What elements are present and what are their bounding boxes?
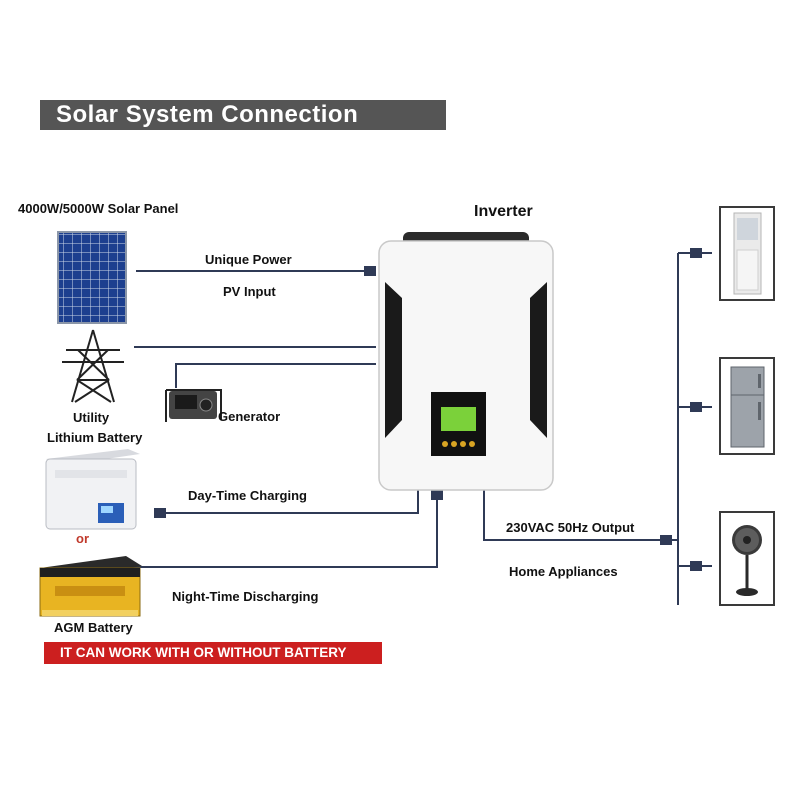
fan-icon xyxy=(719,511,775,606)
solar-panel-label: 4000W/5000W Solar Panel xyxy=(18,201,179,216)
pv-input-label: PV Input xyxy=(223,284,276,299)
agm-battery-label: AGM Battery xyxy=(54,620,133,635)
battery-note: IT CAN WORK WITH OR WITHOUT BATTERY xyxy=(60,645,347,660)
connectors xyxy=(154,248,702,571)
lithium-battery-icon xyxy=(45,449,140,530)
home-appliances-label: Home Appliances xyxy=(509,564,618,579)
lithium-battery-label: Lithium Battery xyxy=(47,430,143,445)
inverter-label: Inverter xyxy=(474,203,533,220)
ac-output-wire xyxy=(483,490,678,541)
refrigerator-icon xyxy=(719,357,775,455)
battery-note-bar xyxy=(44,642,382,664)
utility-label: Utility xyxy=(73,410,110,425)
inverter-icon xyxy=(378,232,554,491)
agm-battery-icon xyxy=(39,556,142,617)
title-bar xyxy=(40,100,446,130)
battery-discharge-wire xyxy=(128,490,438,568)
utility-tower-icon xyxy=(62,329,124,403)
air-conditioner-icon xyxy=(719,206,775,301)
solar-panel-icon xyxy=(57,231,127,324)
output-label: 230VAC 50Hz Output xyxy=(506,520,635,535)
generator-wire xyxy=(175,363,376,388)
night-time-discharging-label: Night-Time Discharging xyxy=(172,589,319,604)
unique-power-label: Unique Power xyxy=(205,252,292,267)
battery-charge-wire xyxy=(160,490,419,514)
page-title: Solar System Connection xyxy=(56,101,359,128)
generator-icon xyxy=(165,389,222,422)
generator-label: Generator xyxy=(218,409,281,424)
day-time-charging-label: Day-Time Charging xyxy=(188,488,307,503)
or-label: or xyxy=(76,531,89,546)
